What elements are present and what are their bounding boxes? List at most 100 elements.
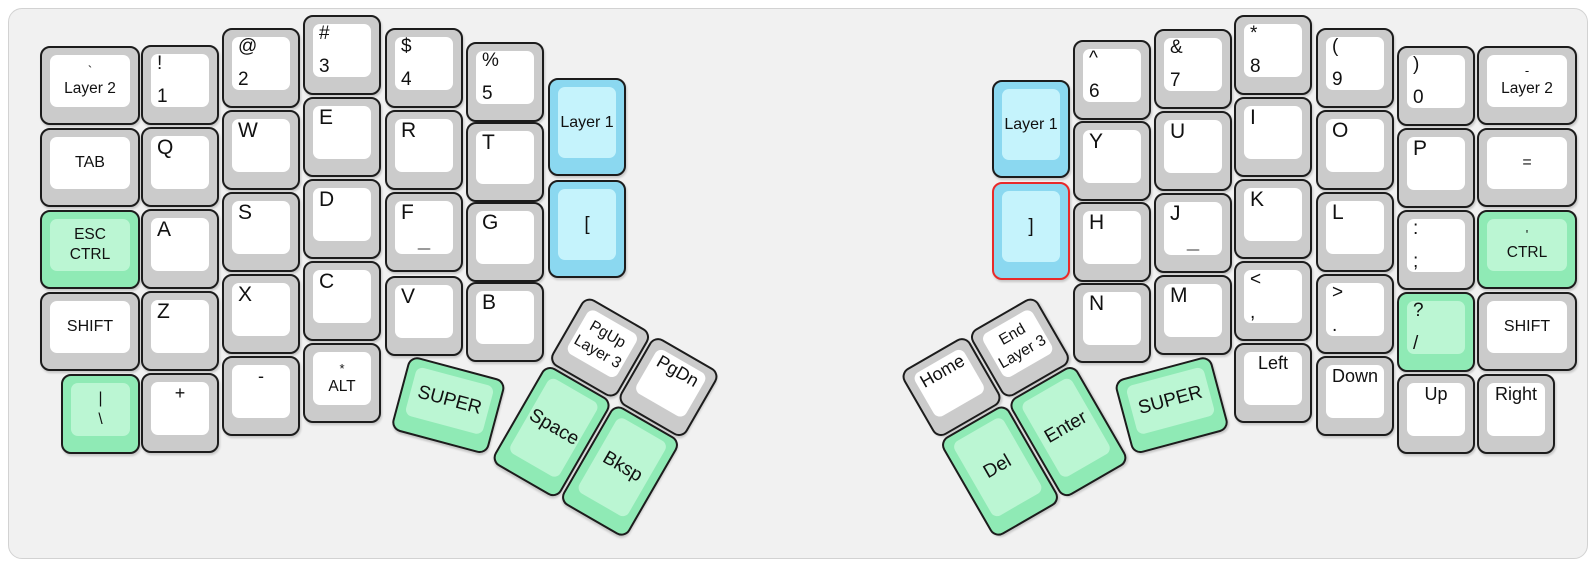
key-y[interactable]: Y (1073, 121, 1151, 201)
key-rbracket[interactable]: ] (992, 182, 1070, 280)
key-label: @ (238, 36, 258, 57)
key-shift-left[interactable]: SHIFT (40, 292, 140, 371)
key-w[interactable]: W (222, 110, 300, 190)
keycap-surface: @2 (232, 36, 290, 90)
key-num7[interactable]: &7 (1154, 29, 1232, 109)
key-label: A (157, 218, 172, 241)
key-label: ) (1413, 54, 1420, 75)
keycap-surface: Down (1326, 365, 1384, 418)
key-num4[interactable]: $4 (385, 28, 463, 108)
keycap-surface: `Layer 2 (50, 55, 130, 107)
keycap-surface: G (476, 211, 534, 264)
key-v[interactable]: V (385, 276, 463, 356)
key-up-arrow[interactable]: Up (1397, 374, 1475, 454)
key-plus[interactable]: + (141, 373, 219, 453)
key-j[interactable]: J (1154, 193, 1232, 273)
keycap-surface: V (395, 285, 453, 338)
key-i[interactable]: I (1234, 97, 1312, 177)
key-label: CTRL (69, 246, 111, 263)
key-t[interactable]: T (466, 122, 544, 202)
key-lbracket[interactable]: [ (548, 180, 626, 278)
key-num2[interactable]: @2 (222, 28, 300, 108)
key-label: + (174, 383, 186, 403)
key-q[interactable]: Q (141, 127, 219, 207)
keycap-surface: Layer 1 (558, 87, 616, 158)
key-label: 3 (319, 56, 330, 77)
key-s[interactable]: S (222, 192, 300, 272)
key-num8[interactable]: *8 (1234, 15, 1312, 95)
key-num5[interactable]: %5 (466, 42, 544, 122)
key-label: = (1522, 154, 1532, 171)
key-b[interactable]: B (466, 282, 544, 362)
key-label: / (1413, 333, 1419, 354)
keycap-surface: -Layer 2 (1487, 55, 1567, 107)
key-label: Z (157, 300, 170, 323)
keycap-surface: ^6 (1083, 48, 1141, 102)
key-c[interactable]: C (303, 261, 381, 341)
key-h[interactable]: H (1073, 202, 1151, 282)
keycap-surface: 'CTRL (1487, 219, 1567, 271)
keycap-surface: B (476, 291, 534, 344)
key-tab[interactable]: TAB (40, 128, 140, 207)
key-layer1-right[interactable]: Layer 1 (992, 80, 1070, 178)
key-down-arrow[interactable]: Down (1316, 356, 1394, 436)
keycap-surface: PgDn (633, 347, 708, 420)
key-minus[interactable]: - (222, 356, 300, 436)
keycap-surface: (9 (1326, 36, 1384, 90)
key-f[interactable]: F (385, 192, 463, 272)
key-m[interactable]: M (1154, 275, 1232, 355)
key-label: P (1413, 137, 1428, 160)
key-pipe-backslash[interactable]: |\ (61, 374, 140, 454)
key-question-slash[interactable]: ?/ (1397, 292, 1475, 372)
keycap-surface: *8 (1244, 23, 1302, 77)
key-label: SHIFT (66, 318, 114, 335)
key-right-arrow[interactable]: Right (1477, 374, 1555, 454)
key-label: ( (1332, 36, 1339, 57)
keycap-surface: SUPER (404, 366, 495, 436)
key-equals[interactable]: = (1477, 128, 1577, 207)
key-z[interactable]: Z (141, 291, 219, 371)
key-o[interactable]: O (1316, 110, 1394, 190)
key-label: R (401, 119, 417, 142)
key-gt-period[interactable]: >. (1316, 274, 1394, 354)
key-n[interactable]: N (1073, 283, 1151, 363)
key-r[interactable]: R (385, 110, 463, 190)
key-super-right[interactable]: SUPER (1113, 355, 1230, 456)
key-shift-right[interactable]: SHIFT (1477, 292, 1577, 371)
key-quote-ctrl[interactable]: 'CTRL (1477, 210, 1577, 289)
key-super-left[interactable]: SUPER (390, 355, 507, 456)
key-label: U (1170, 120, 1186, 143)
key-label: TAB (75, 154, 105, 171)
key-ast-alt[interactable]: *ALT (303, 343, 381, 423)
key-label: PgDn (653, 351, 703, 391)
key-a[interactable]: A (141, 209, 219, 289)
key-num9[interactable]: (9 (1316, 28, 1394, 108)
key-num0[interactable]: )0 (1397, 46, 1475, 126)
key-g[interactable]: G (466, 202, 544, 282)
key-label: > (1332, 282, 1344, 303)
key-u[interactable]: U (1154, 111, 1232, 191)
key-num3[interactable]: #3 (303, 15, 381, 95)
key-label: F (401, 201, 414, 224)
key-x[interactable]: X (222, 274, 300, 354)
key-num1[interactable]: !1 (141, 45, 219, 125)
key-colon-semicolon[interactable]: :; (1397, 210, 1475, 290)
key-minus-layer2[interactable]: -Layer 2 (1477, 46, 1577, 125)
key-layer1-left[interactable]: Layer 1 (548, 78, 626, 176)
key-d[interactable]: D (303, 179, 381, 259)
keycap-surface: M (1164, 284, 1222, 337)
key-num6[interactable]: ^6 (1073, 40, 1151, 120)
keycap-surface: I (1244, 106, 1302, 159)
key-e[interactable]: E (303, 97, 381, 177)
key-left-arrow[interactable]: Left (1234, 343, 1312, 423)
keycap-surface: - (232, 365, 290, 418)
key-k[interactable]: K (1234, 179, 1312, 259)
key-l[interactable]: L (1316, 192, 1394, 272)
key-grave-layer2[interactable]: `Layer 2 (40, 46, 140, 125)
key-lt-comma[interactable]: <, (1234, 261, 1312, 341)
key-label: 7 (1170, 70, 1181, 91)
key-p[interactable]: P (1397, 128, 1475, 208)
